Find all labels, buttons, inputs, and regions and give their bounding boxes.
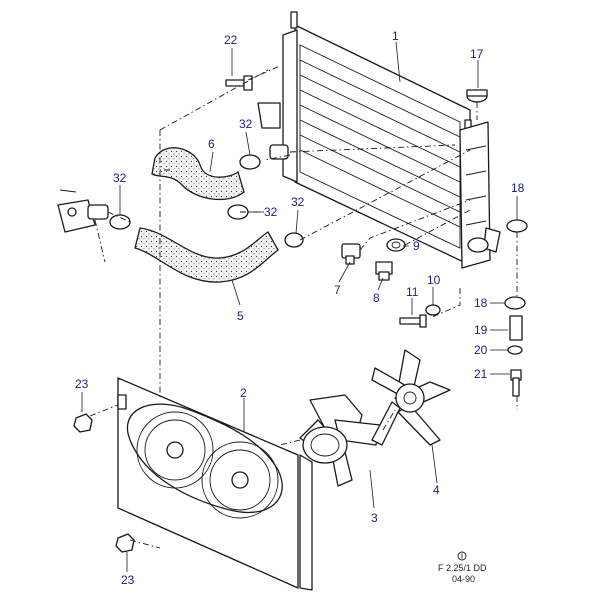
mounting-bolt (510, 369, 522, 397)
fan (371, 349, 451, 446)
callout-23-upper: 23 (75, 377, 89, 391)
callout-4: 4 (433, 483, 440, 497)
reference-mark-icon (457, 551, 467, 561)
callout-32-right: 32 (291, 195, 305, 209)
rubber-mount-top (466, 89, 488, 103)
lower-hose (134, 227, 279, 283)
callout-10: 10 (427, 273, 441, 287)
fan-motor (299, 394, 381, 487)
flat-washer (507, 345, 523, 355)
drain-plug (341, 243, 361, 265)
screw (399, 314, 427, 328)
bolt (225, 75, 253, 91)
callout-11: 11 (406, 285, 419, 299)
callout-17: 17 (470, 47, 484, 61)
callout-3: 3 (371, 511, 378, 525)
callout-23-lower: 23 (121, 573, 135, 587)
radiator (257, 11, 501, 269)
upper-hose (151, 147, 245, 201)
callout-32-middle: 32 (264, 205, 278, 219)
callout-9: 9 (413, 239, 420, 253)
callout-22: 22 (224, 33, 238, 47)
rubber-mount (504, 219, 528, 310)
callout-8: 8 (373, 291, 380, 305)
hose-clamp (109, 154, 304, 248)
callout-32-left: 32 (113, 171, 127, 185)
assembly-lines (89, 65, 518, 549)
callout-18-lower: 18 (474, 296, 488, 310)
callout-5: 5 (237, 309, 244, 323)
drawing-reference-code: F 2.25/1 DD (438, 563, 487, 573)
seal-ring (386, 238, 406, 252)
callout-6: 6 (208, 137, 215, 151)
callout-19: 19 (474, 323, 488, 337)
leader-lines (81, 41, 518, 572)
callout-18-upper: 18 (511, 181, 525, 195)
callout-21: 21 (474, 367, 488, 381)
thermostat-housing (57, 189, 109, 233)
drawing-date: 04-90 (452, 574, 475, 584)
fan-shroud (117, 377, 313, 591)
callout-32-upper: 32 (239, 117, 253, 131)
callout-20: 20 (474, 343, 488, 357)
callout-2: 2 (240, 386, 247, 400)
spacer-sleeve (509, 315, 523, 341)
callout-7: 7 (334, 283, 341, 297)
sensor-plug (375, 261, 393, 281)
washer (425, 304, 441, 316)
callout-1: 1 (392, 29, 399, 43)
nut (73, 413, 135, 553)
